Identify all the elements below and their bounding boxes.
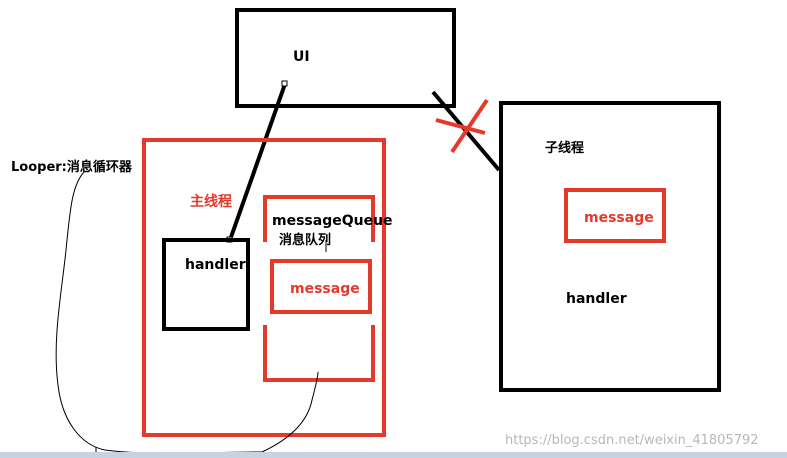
message-queue-subtitle: 消息队列: [279, 232, 331, 248]
bottom-edge-bar: [0, 452, 787, 458]
looper-loop-curve: [55, 171, 319, 454]
watermark-text: https://blog.csdn.net/weixin_41805792: [505, 433, 759, 448]
child-message-box: [564, 188, 666, 243]
main-thread-label: 主线程: [190, 193, 232, 210]
child-message-label: message: [584, 210, 654, 226]
main-handler-label: handler: [185, 257, 246, 273]
main-handler-box: [162, 238, 250, 331]
message-queue-title: messageQueue: [272, 213, 393, 229]
child-thread-label: 子线程: [545, 140, 584, 156]
connector-end-top: [281, 80, 288, 87]
blocked-cross-icon: [435, 98, 489, 154]
message-queue-box: [263, 195, 375, 382]
ui-box: [235, 8, 456, 108]
main-message-box: [270, 259, 372, 314]
ui-label: UI: [293, 49, 310, 65]
ui-handler-connector: [228, 83, 287, 241]
child-handler-label: handler: [566, 291, 627, 307]
child-thread-box: [499, 101, 721, 392]
main-message-label: message: [290, 281, 360, 297]
main-thread-box: [142, 138, 386, 437]
looper-label: Looper:消息循环器: [11, 159, 133, 175]
